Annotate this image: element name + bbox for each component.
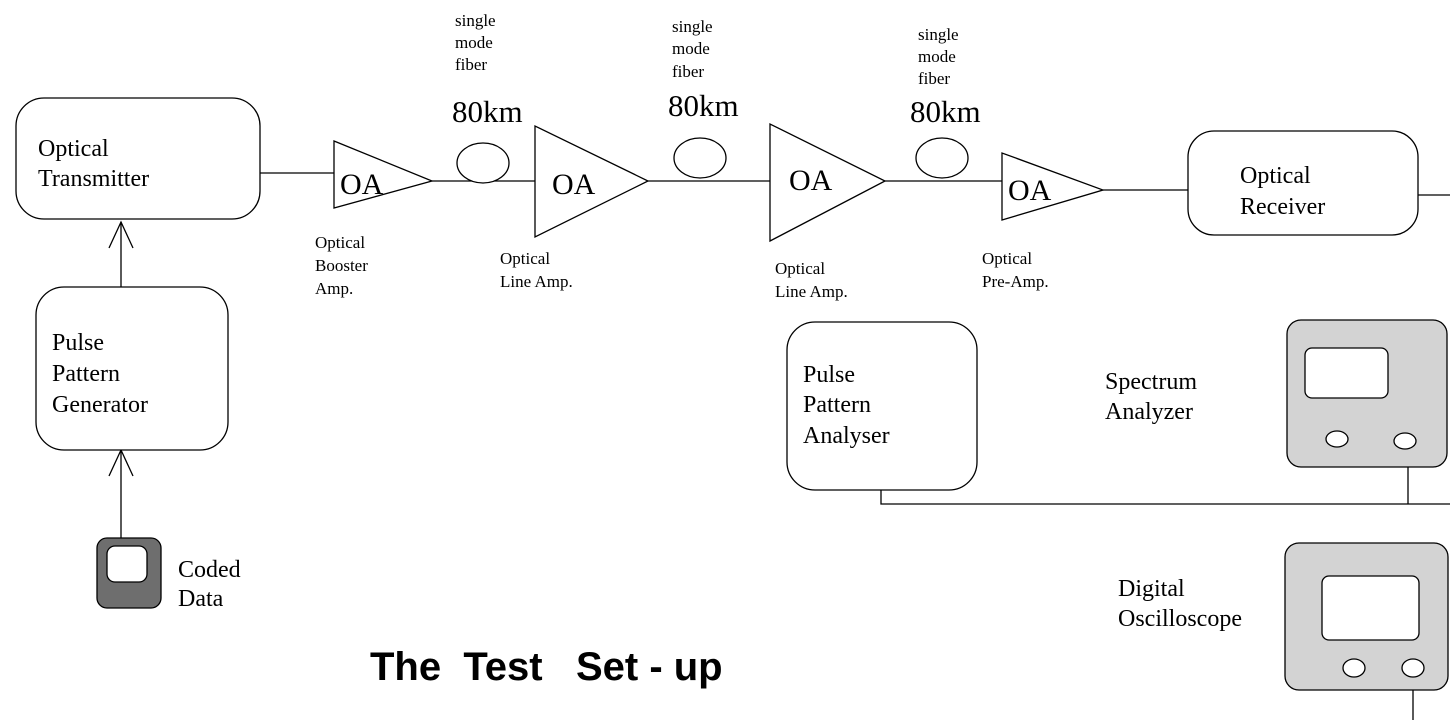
- amplifier-label: OA: [789, 164, 833, 197]
- fiber-span-2-label: single mode fiber 80km: [668, 17, 739, 123]
- fiber-coil-1: [456, 142, 510, 184]
- receiver-box: [1187, 130, 1419, 236]
- analyser-label: Analyser: [803, 423, 890, 449]
- spectrum-analyzer-screen-icon: [1304, 347, 1389, 399]
- pulse-pattern-analyser: Pulse Pattern Analyser: [786, 321, 978, 491]
- amplifier-caption: Pre-Amp.: [982, 272, 1049, 291]
- amplifier-label: OA: [340, 168, 384, 201]
- generator-box: [35, 286, 229, 451]
- digital-oscilloscope: Digital Oscilloscope: [1118, 542, 1449, 691]
- fiber-type-line: single: [672, 17, 713, 36]
- fiber-length: 80km: [452, 94, 523, 129]
- coded-data-screen-icon: [106, 545, 148, 583]
- line-amplifier-2: OA Optical Line Amp.: [769, 122, 887, 301]
- generator-label: Pulse: [52, 330, 104, 356]
- pulse-pattern-generator: Pulse Pattern Generator: [35, 286, 229, 451]
- oscilloscope-label: Oscilloscope: [1118, 606, 1242, 632]
- amplifier-caption: Amp.: [315, 279, 353, 298]
- diagram-title: The Test Set - up: [370, 645, 723, 689]
- amplifier-caption: Optical: [315, 233, 365, 252]
- spectrum-analyzer-label: Spectrum: [1105, 369, 1197, 395]
- fiber-span-1-label: single mode fiber 80km: [452, 11, 523, 129]
- transmitter-box: [15, 97, 261, 220]
- generator-to-transmitter-arrow: [108, 220, 134, 287]
- signal-path: [260, 172, 1450, 720]
- coded-data-to-generator-arrow: [108, 448, 134, 538]
- line-amplifier-1: OA Optical Line Amp.: [500, 124, 650, 291]
- receiver-label: Receiver: [1240, 194, 1325, 220]
- oscilloscope-knob-icon: [1342, 658, 1366, 678]
- amplifier-caption: Booster: [315, 256, 368, 275]
- analyser-label: Pattern: [803, 392, 871, 418]
- oscilloscope-label: Digital: [1118, 576, 1185, 602]
- amplifier-label: OA: [1008, 174, 1052, 207]
- fiber-type-line: mode: [672, 39, 710, 58]
- booster-amplifier: OA Optical Booster Amp.: [315, 140, 435, 298]
- spectrum-analyzer: Spectrum Analyzer: [1105, 319, 1448, 468]
- fiber-type-line: mode: [455, 33, 493, 52]
- fiber-type-line: single: [455, 11, 496, 30]
- amplifier-caption: Optical: [500, 249, 550, 268]
- fiber-coil-2: [673, 137, 727, 179]
- fiber-type-line: mode: [918, 47, 956, 66]
- generator-label: Generator: [52, 392, 148, 418]
- analyser-bus-line: [880, 489, 1450, 505]
- transmitter-label: Optical: [38, 136, 109, 162]
- pre-amplifier: OA Optical Pre-Amp.: [982, 152, 1106, 291]
- coded-data-label: Coded: [178, 557, 241, 583]
- fiber-type-line: single: [918, 25, 959, 44]
- fiber-type-line: fiber: [672, 62, 704, 81]
- fiber-type-line: fiber: [455, 55, 487, 74]
- spectrum-analyzer-knob-icon: [1325, 430, 1349, 448]
- fiber-length: 80km: [910, 94, 981, 129]
- fiber-length: 80km: [668, 88, 739, 123]
- amplifier-caption: Optical: [982, 249, 1032, 268]
- spectrum-analyzer-knob-icon: [1393, 432, 1417, 450]
- optical-receiver: Optical Receiver: [1187, 130, 1419, 236]
- analyser-box: [786, 321, 978, 491]
- optical-transmitter: Optical Transmitter: [15, 97, 261, 220]
- generator-label: Pattern: [52, 361, 120, 387]
- amplifier-triangle: [769, 122, 887, 243]
- amplifier-triangle: [534, 124, 650, 239]
- oscilloscope-knob-icon: [1401, 658, 1425, 678]
- spectrum-analyzer-label: Analyzer: [1105, 399, 1193, 425]
- fiber-type-line: fiber: [918, 69, 950, 88]
- amplifier-triangle: [333, 140, 435, 209]
- oscilloscope-screen-icon: [1321, 575, 1420, 641]
- receiver-label: Optical: [1240, 163, 1311, 189]
- amplifier-caption: Optical: [775, 259, 825, 278]
- amplifier-caption: Line Amp.: [500, 272, 573, 291]
- analyser-label: Pulse: [803, 362, 855, 388]
- coded-data-label: Data: [178, 586, 224, 612]
- amplifier-triangle: [1001, 152, 1106, 221]
- amplifier-label: OA: [552, 168, 596, 201]
- fiber-span-3-label: single mode fiber 80km: [910, 25, 981, 129]
- amplifier-caption: Line Amp.: [775, 282, 848, 301]
- transmitter-label: Transmitter: [38, 166, 149, 192]
- coded-data-device: Coded Data: [96, 537, 241, 612]
- fiber-coil-3: [915, 137, 969, 179]
